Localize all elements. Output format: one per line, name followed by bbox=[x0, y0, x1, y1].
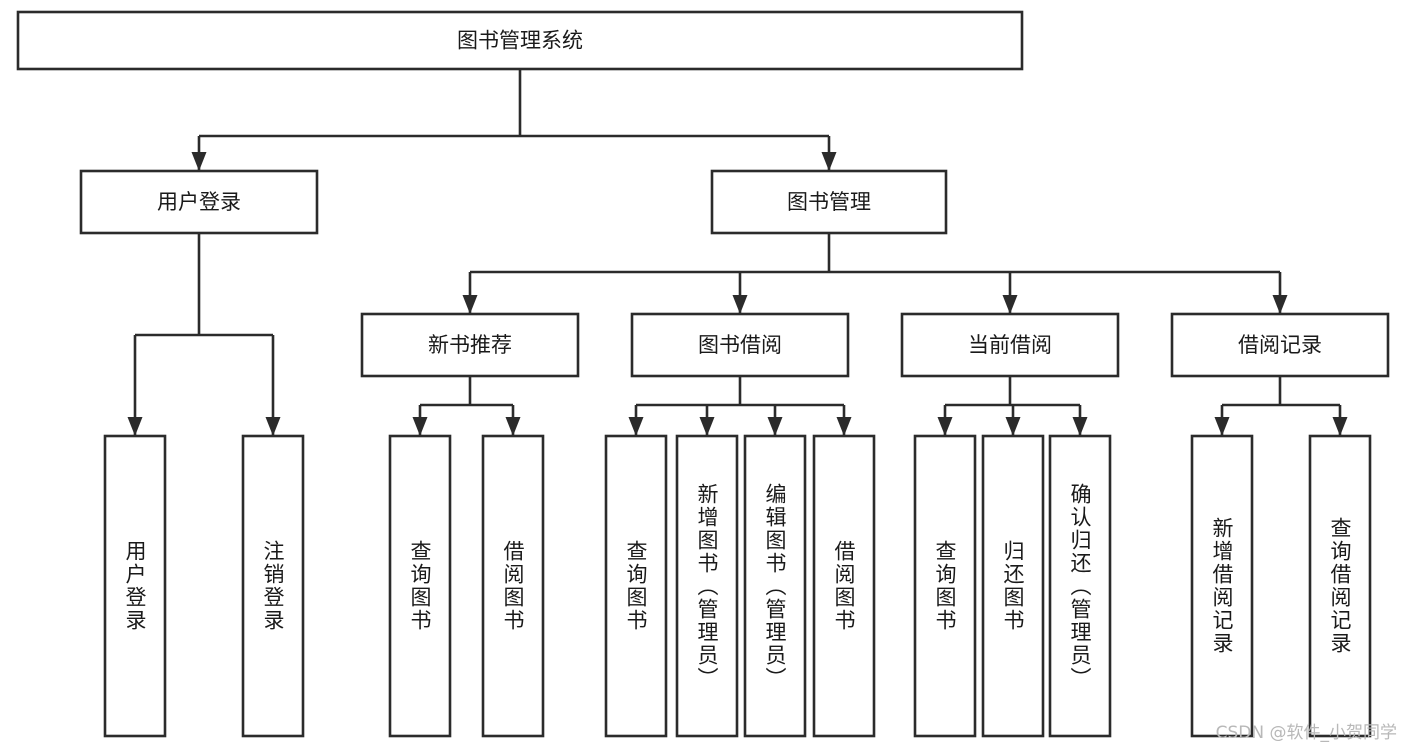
node-boxes-layer bbox=[16, 10, 1390, 738]
arrow-head-icon bbox=[628, 417, 644, 436]
node-new-book-recommend-box[interactable] bbox=[360, 312, 580, 378]
node-new-book-recommend-label: 新书推荐 bbox=[428, 333, 512, 357]
node-user-login-label: 用户登录 bbox=[157, 190, 241, 214]
node-leaf-borrow-book-1-box[interactable] bbox=[481, 434, 545, 738]
node-user-login-box[interactable] bbox=[79, 169, 319, 235]
node-leaf-query-book-3-box[interactable] bbox=[913, 434, 977, 738]
node-borrow-record-box[interactable] bbox=[1170, 312, 1390, 378]
node-book-manage-box[interactable] bbox=[710, 169, 948, 235]
root-node-box[interactable] bbox=[16, 10, 1024, 71]
node-book-manage-label: 图书管理 bbox=[787, 190, 871, 214]
node-leaf-logout-login-box[interactable] bbox=[241, 434, 305, 738]
arrow-head-icon bbox=[412, 417, 428, 436]
arrow-head-icon bbox=[937, 417, 953, 436]
connectors-layer bbox=[127, 69, 1348, 436]
arrow-head-icon bbox=[191, 152, 207, 171]
node-leaf-return-book-box[interactable] bbox=[981, 434, 1045, 738]
arrow-head-icon bbox=[699, 417, 715, 436]
node-leaf-query-book-2-box[interactable] bbox=[604, 434, 668, 738]
arrow-head-icon bbox=[1272, 295, 1288, 314]
arrow-head-icon bbox=[732, 295, 748, 314]
csdn-watermark: CSDN @软件_小贺同学 bbox=[1215, 723, 1397, 743]
node-leaf-add-book-admin-box[interactable] bbox=[675, 434, 739, 738]
node-leaf-query-book-1-box[interactable] bbox=[388, 434, 452, 738]
node-leaf-edit-book-admin-box[interactable] bbox=[743, 434, 807, 738]
node-book-borrow-label: 图书借阅 bbox=[698, 333, 782, 357]
node-current-borrow-label: 当前借阅 bbox=[968, 333, 1052, 357]
node-leaf-borrow-book-2-box[interactable] bbox=[812, 434, 876, 738]
arrow-head-icon bbox=[1072, 417, 1088, 436]
arrow-head-icon bbox=[767, 417, 783, 436]
arrow-head-icon bbox=[1332, 417, 1348, 436]
node-borrow-record-label: 借阅记录 bbox=[1238, 333, 1322, 357]
arrow-head-icon bbox=[1005, 417, 1021, 436]
node-current-borrow-box[interactable] bbox=[900, 312, 1120, 378]
node-leaf-query-borrow-record-box[interactable] bbox=[1308, 434, 1372, 738]
root-node-label: 图书管理系统 bbox=[457, 29, 583, 53]
arrow-head-icon bbox=[1214, 417, 1230, 436]
node-leaf-confirm-return-admin-box[interactable] bbox=[1048, 434, 1112, 738]
node-leaf-add-borrow-record-box[interactable] bbox=[1190, 434, 1254, 738]
arrow-head-icon bbox=[505, 417, 521, 436]
arrow-head-icon bbox=[821, 152, 837, 171]
arrow-head-icon bbox=[127, 417, 143, 436]
node-leaf-user-login-box[interactable] bbox=[103, 434, 167, 738]
arrow-head-icon bbox=[836, 417, 852, 436]
node-book-borrow-box[interactable] bbox=[630, 312, 850, 378]
arrow-head-icon bbox=[265, 417, 281, 436]
arrow-head-icon bbox=[1002, 295, 1018, 314]
arrow-head-icon bbox=[462, 295, 478, 314]
